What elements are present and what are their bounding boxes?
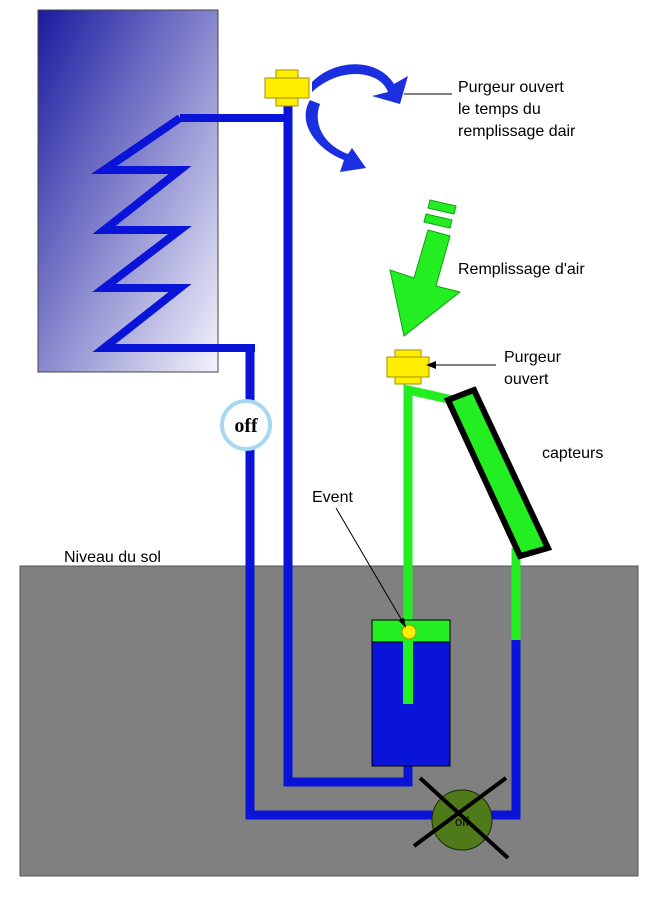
drainback-dip-tube (403, 632, 413, 704)
pump-cross-line-2 (412, 776, 508, 848)
label-purgeur-right: Purgeur ouvert (504, 349, 565, 388)
air-fill-arrow (389, 199, 462, 337)
label-remplissage: Remplissage d'air (458, 261, 585, 278)
pipe-return (245, 348, 521, 820)
valve-off-label: off (234, 415, 258, 437)
pipe-supply (283, 100, 413, 787)
label-purgeur-right-line1: Purgeur (504, 349, 562, 366)
label-capteurs: capteurs (542, 445, 603, 462)
label-purgeur-right-line2: ouvert (504, 371, 549, 388)
label-purgeur-top-line1: Purgeur ouvert (458, 79, 564, 96)
leader-purgeur-right (426, 361, 496, 369)
label-purgeur-top-line2: le temps du (458, 101, 541, 118)
label-event: Event (312, 489, 353, 506)
pump-cross-line-1 (418, 776, 510, 860)
ground-area (19, 565, 639, 877)
vent-dot (401, 624, 417, 640)
purge-valve-right (386, 349, 430, 385)
valve-off-ring (220, 399, 272, 451)
label-purgeur-top-line3: remplissage dair (458, 123, 576, 140)
heat-exchanger-coil (91, 114, 255, 352)
solar-collector (443, 386, 553, 560)
storage-tank (37, 9, 219, 373)
label-purgeur-top: Purgeur ouvert le temps du remplissage d… (458, 79, 576, 140)
purge-valve-top (264, 69, 310, 107)
leader-event (335, 507, 406, 628)
air-escape-arrow-lower (305, 100, 366, 172)
air-escape-arrow-upper (312, 64, 408, 104)
label-niveau-du-sol: Niveau du sol (64, 549, 161, 566)
